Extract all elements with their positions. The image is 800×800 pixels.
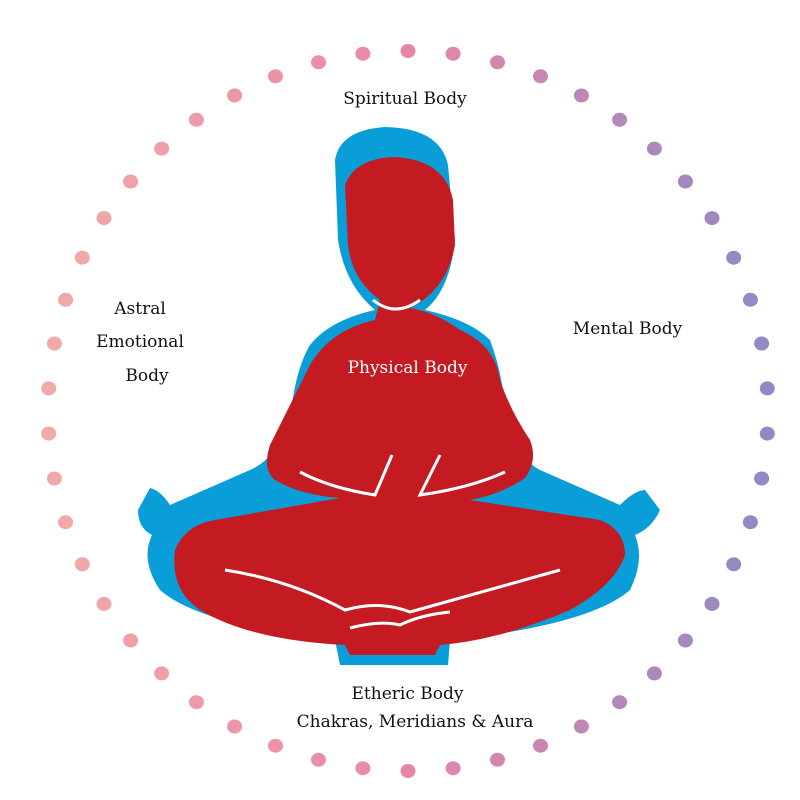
ring-dot xyxy=(759,426,775,441)
ring-dot xyxy=(533,69,548,84)
ring-dot xyxy=(311,55,326,70)
ring-dot xyxy=(677,633,693,648)
ring-dot xyxy=(188,695,204,710)
ring-dot xyxy=(74,250,90,265)
ring-dot xyxy=(154,666,170,681)
ring-dot xyxy=(573,88,589,103)
physical-body-label: Physical Body xyxy=(347,358,468,378)
ring-dot xyxy=(533,738,548,753)
ring-dot xyxy=(445,46,461,61)
ring-dot xyxy=(311,752,326,767)
ring-dot xyxy=(74,557,90,572)
ring-dot xyxy=(46,471,62,486)
ring-dot xyxy=(46,336,62,351)
ring-dot xyxy=(742,515,758,530)
ring-dot xyxy=(759,381,775,396)
ring-dot xyxy=(188,112,204,127)
astral-label-line3: Body xyxy=(125,366,169,386)
etheric-subtitle-label: Chakras, Meridians & Aura xyxy=(296,712,534,732)
dot-ring xyxy=(41,44,775,778)
ring-dot xyxy=(490,55,505,70)
ring-dot xyxy=(227,719,243,734)
ring-dot xyxy=(754,471,770,486)
ring-dot xyxy=(612,695,628,710)
mental-body-label: Mental Body xyxy=(572,319,683,339)
ring-dot xyxy=(96,596,112,611)
ring-dot xyxy=(704,596,720,611)
spiritual-body-label: Spiritual Body xyxy=(343,89,467,109)
body-contour-lines xyxy=(224,298,561,630)
ring-dot xyxy=(400,44,416,58)
ring-dot xyxy=(677,174,693,189)
physical-silhouette xyxy=(174,157,625,655)
ring-dot xyxy=(612,112,628,127)
astral-label-line2: Emotional xyxy=(96,332,184,352)
ring-dot xyxy=(742,292,758,307)
ring-dot xyxy=(490,752,505,767)
ring-dot xyxy=(41,426,57,441)
ring-dot xyxy=(726,250,742,265)
ring-dot xyxy=(41,381,57,396)
astral-label-line1: Astral xyxy=(114,299,166,319)
ring-dot xyxy=(268,738,283,753)
ring-dot xyxy=(704,211,720,226)
ring-dot xyxy=(227,88,243,103)
ring-dot xyxy=(96,211,112,226)
ring-dot xyxy=(123,174,139,189)
ring-dot xyxy=(154,141,170,156)
ring-dot xyxy=(58,292,74,307)
etheric-body-label: Etheric Body xyxy=(351,684,464,704)
ring-dot xyxy=(355,761,371,776)
ring-dot xyxy=(726,557,742,572)
ring-dot xyxy=(123,633,139,648)
ring-dot xyxy=(573,719,589,734)
ring-dot xyxy=(445,761,461,776)
ring-dot xyxy=(646,141,662,156)
ring-dot xyxy=(268,69,283,84)
ring-dot xyxy=(754,336,770,351)
ring-dot xyxy=(400,764,416,778)
ring-dot xyxy=(646,666,662,681)
ring-dot xyxy=(355,46,371,61)
ring-dot xyxy=(58,515,74,530)
